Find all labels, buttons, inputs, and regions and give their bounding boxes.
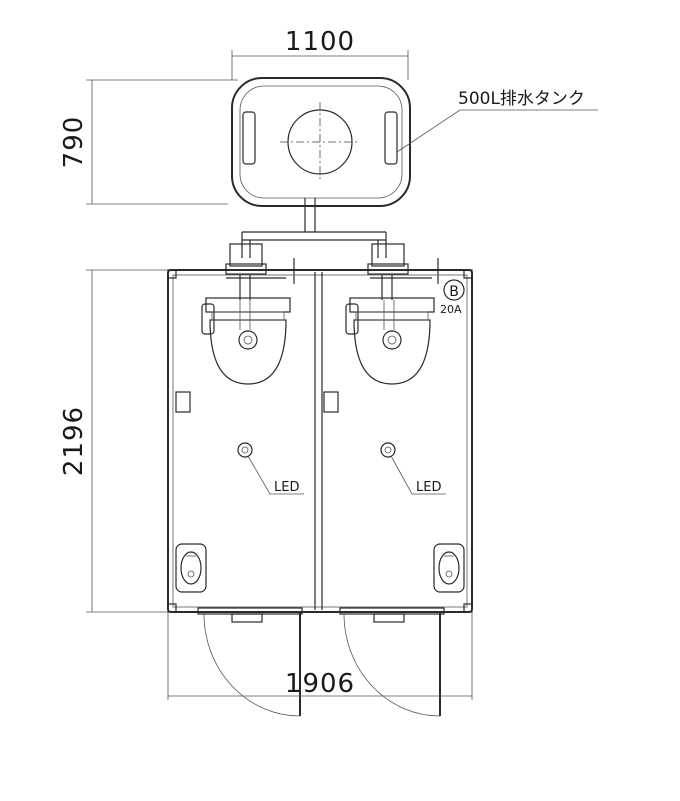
unit-depth-dimension-lines bbox=[86, 269, 168, 613]
toilet-unit-outline bbox=[167, 269, 473, 613]
left-led-label: LED bbox=[274, 480, 299, 495]
right-led-light-icon bbox=[380, 442, 446, 495]
breaker-rating: 20A bbox=[440, 303, 462, 316]
left-led-light-icon bbox=[237, 442, 304, 495]
tank-width-dimension: 1100 bbox=[285, 27, 355, 57]
right-paper-holder bbox=[323, 391, 339, 413]
drain-pipes bbox=[241, 198, 387, 258]
tank-width-dimension-lines bbox=[231, 50, 409, 80]
unit-depth-dimension: 2196 bbox=[59, 406, 89, 476]
left-hand-sink bbox=[175, 543, 207, 593]
drainage-tank bbox=[231, 77, 411, 207]
left-paper-holder bbox=[175, 391, 191, 413]
tank-depth-dimension: 790 bbox=[59, 116, 89, 169]
left-pump-fitting bbox=[225, 243, 295, 300]
right-toilet bbox=[345, 297, 435, 385]
left-toilet bbox=[201, 297, 291, 385]
left-door bbox=[197, 607, 303, 717]
right-hand-sink bbox=[433, 543, 465, 593]
breaker-letter: B bbox=[449, 284, 459, 300]
right-door bbox=[339, 607, 445, 717]
tank-depth-dimension-lines bbox=[86, 79, 238, 205]
tank-leader bbox=[396, 109, 598, 153]
unit-width-dimension: 1906 bbox=[285, 669, 355, 699]
breaker-symbol bbox=[443, 279, 465, 301]
unit-width-dimension-lines bbox=[167, 612, 473, 700]
right-led-label: LED bbox=[416, 480, 441, 495]
tank-label: 500L排水タンク bbox=[458, 89, 585, 109]
